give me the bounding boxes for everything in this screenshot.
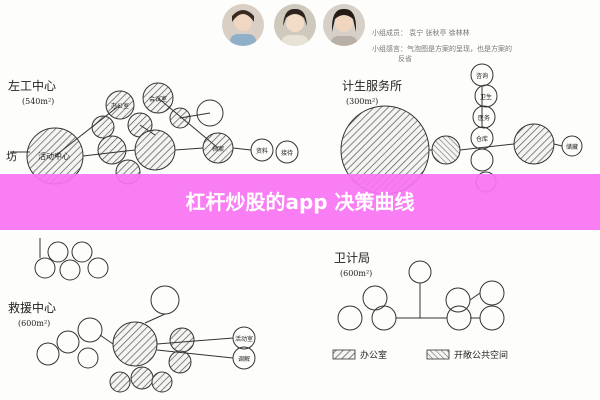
legend-public-label: 开敞公共空间 [454,349,508,361]
bubble-label: 医务 [478,114,490,122]
feelings-line-1: 小组感言：气泡图是方案的呈现，也是方案的 [372,45,512,53]
zone-small-cluster [34,238,109,281]
zone-weisheng [337,260,505,331]
zone-weisheng-title: 卫计局 [334,251,370,265]
banner-title: 杠杆炒股的app 决策曲线 [185,190,415,214]
zone-zuo-title: 左工中心 [8,78,56,93]
zone-jishu [340,63,583,195]
bubble-label: 仓库 [476,135,488,143]
legend-office-swatch [332,349,356,360]
banner [0,174,600,230]
avatar-member-1 [222,4,264,46]
avatar-member-3 [323,4,365,46]
bubble-label: 调解 [238,355,250,363]
avatar-member-2 [274,4,316,46]
legend [332,349,450,360]
zone-jishu-title: 计生服务所 [342,78,402,93]
zone-jiuzhu [36,285,256,393]
bubble-label: 会议室 [149,95,167,103]
legend-public-swatch [426,349,450,360]
bubble-label: 接待 [281,149,293,157]
bubble-label: 档案 [212,145,224,153]
bubble-label: 咨询 [476,72,488,80]
zone-jishu-area: (300m²) [346,97,378,106]
members-line: 小组成员： 袁宁 张秋亭 徐林林 [372,29,470,37]
bubble-label: 活动室 [235,335,253,343]
bubble-label: 卫生 [480,93,492,101]
bubble-label: 办公室 [111,102,129,110]
zone-jiuzhu-area: (600m²) [18,319,50,328]
feelings-line-2: 反省 [398,55,412,63]
zone-jiuzhu-title: 救援中心 [8,300,56,315]
bubble-label: 储藏 [566,143,578,151]
side-label: 坊 [6,149,17,163]
zone-zuo-area: (540m²) [22,97,54,106]
legend-office-label: 办公室 [360,349,387,361]
hub-label: 活动中心 [38,151,70,161]
zone-weisheng-area: (600m²) [340,269,372,278]
zone-zuo [10,82,299,185]
bubble-label: 资料 [256,147,268,155]
